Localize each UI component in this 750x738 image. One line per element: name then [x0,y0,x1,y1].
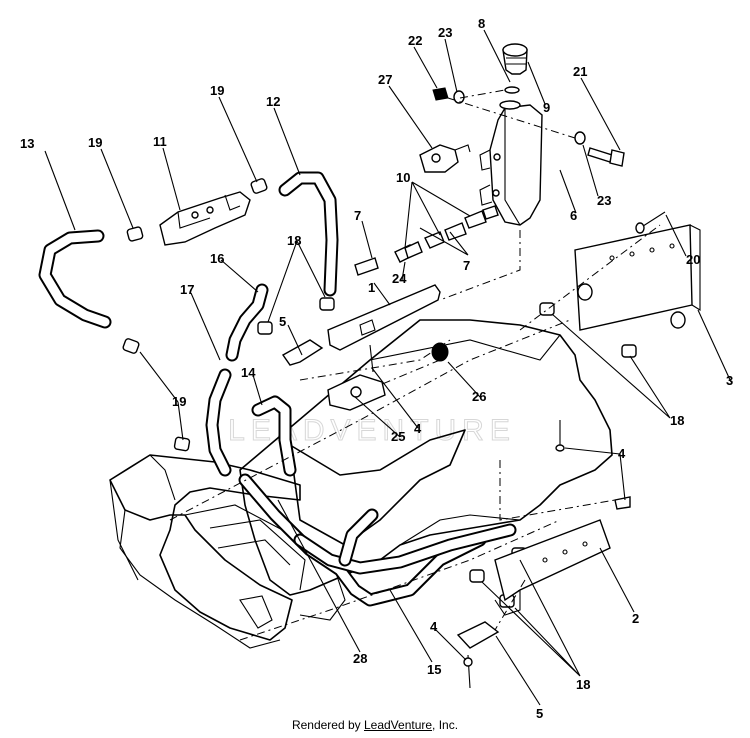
callout-1: 1 [368,280,375,295]
callout-2: 2 [632,611,639,626]
fittings-7-10-24 [354,205,499,276]
cap-gasket-8 [504,86,520,94]
callout-22: 22 [408,33,422,48]
callout-19: 19 [210,83,224,98]
alignment-lines [169,89,661,641]
callout-18: 18 [576,677,590,692]
callout-8: 8 [478,16,485,31]
plate-5-lower [456,621,500,649]
callout-9: 9 [543,100,550,115]
credit-brand-link[interactable]: LeadVenture [363,718,433,732]
callout-23: 23 [438,25,452,40]
reservoir-cap-9 [502,43,528,75]
grommet-26 [431,342,449,362]
callout-5: 5 [279,314,286,329]
thermostat-housing-11 [159,191,251,246]
callout-26: 26 [472,389,486,404]
screw-20 [635,211,666,234]
hose-17 [205,368,232,477]
clips-18 [257,297,637,608]
callout-18: 18 [670,413,684,428]
callout-10: 10 [396,170,410,185]
credit-prefix: Rendered by [291,718,364,732]
callout-12: 12 [266,94,280,109]
bolt-21 [587,147,625,167]
callout-24: 24 [392,271,407,286]
credit-suffix: , Inc. [432,718,459,732]
callout-7: 7 [354,208,361,223]
callout-3: 3 [726,373,733,388]
bracket-25 [327,374,386,411]
callout-4: 4 [430,619,438,634]
splash-shield [289,429,466,546]
hose-13 [38,229,112,329]
callout-6: 6 [570,208,577,223]
floor-panel [239,319,613,596]
leader-lines [44,29,732,706]
callout-18: 18 [287,233,301,248]
callout-21: 21 [573,64,587,79]
hose-14 [251,395,297,477]
watermark: LEADVENTURE [228,414,516,447]
callout-17: 17 [180,282,194,297]
valve-27 [419,144,471,173]
callout-4: 4 [618,446,626,461]
callout-27: 27 [378,72,392,87]
callout-19: 19 [172,394,186,409]
callout-14: 14 [241,365,256,380]
hose-clamps-19 [122,178,268,452]
nut-22 [432,87,449,101]
lower-hose-assembly [238,473,517,607]
hose-16 [225,283,269,362]
callout-23: 23 [597,193,611,208]
bracket-2 [494,519,611,616]
callout-13: 13 [20,136,34,151]
bracket-1 [327,284,441,351]
callout-11: 11 [153,134,167,149]
callout-16: 16 [210,251,224,266]
callout-28: 28 [353,651,367,666]
callout-4: 4 [414,421,422,436]
bracket-3 [574,224,701,331]
callout-7: 7 [463,258,470,273]
callout-20: 20 [686,252,700,267]
callout-19: 19 [88,135,102,150]
coolant-reservoir-6 [479,100,543,226]
callouts: 22 23 8 9 21 27 19 12 13 19 11 10 6 23 7… [20,16,733,721]
hose-12 [278,171,339,297]
plate-5-upper [281,339,324,366]
callout-25: 25 [391,429,405,444]
callout-15: 15 [427,662,441,677]
render-credit: Rendered by LeadVenture, Inc. [0,718,750,732]
callout-5: 5 [536,706,543,721]
